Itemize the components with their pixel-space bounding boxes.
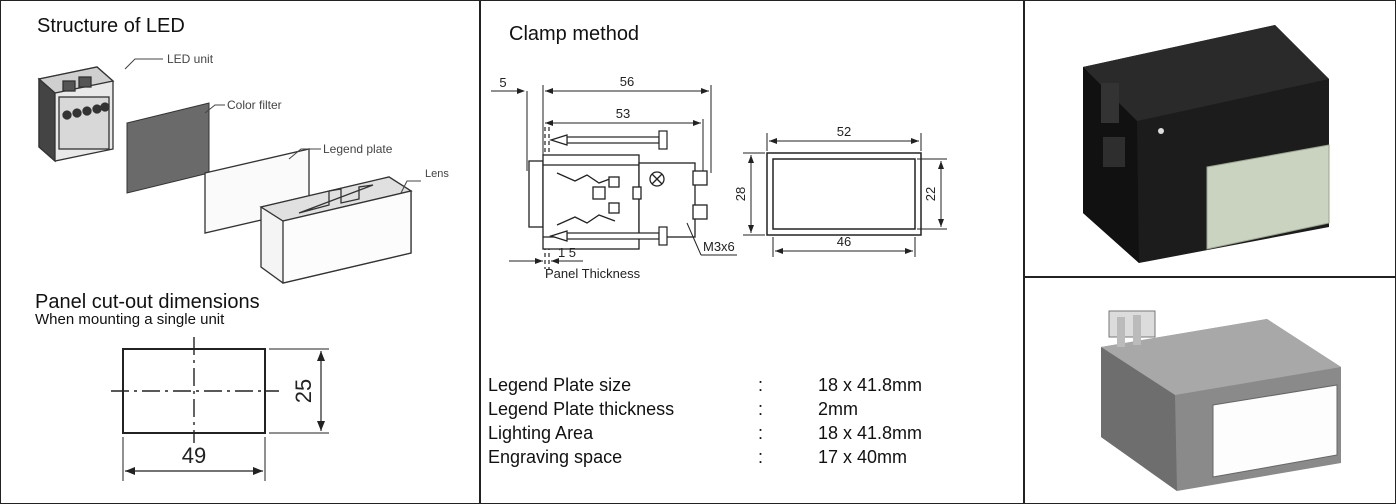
- front-window: [772, 158, 916, 230]
- spec-label: Engraving space: [488, 447, 623, 467]
- lens-label: Lens: [425, 168, 449, 180]
- spec-value: 2mm: [818, 399, 858, 419]
- color-filter-part: [126, 102, 210, 194]
- spec-value: 17 x 40mm: [818, 447, 908, 467]
- dim-56-label: 56: [620, 74, 634, 89]
- clamp-title: Clamp method: [509, 23, 640, 45]
- led-unit-part: [37, 66, 115, 163]
- front-width-outer-label: 52: [837, 124, 851, 139]
- clamp-side-view: 56 53 5: [491, 74, 737, 281]
- spec-label: Legend Plate thickness: [488, 399, 675, 419]
- legend-plate-label: Legend plate: [323, 142, 393, 156]
- cutout-height-label: 25: [291, 379, 316, 403]
- spec-value: 18 x 41.8mm: [818, 375, 923, 395]
- spec-separator: :: [758, 399, 764, 419]
- product-lens-white: [1212, 384, 1338, 478]
- lens-part: [259, 176, 413, 284]
- front-width-inner-label: 46: [837, 234, 851, 249]
- cutout-diagram: 25 49: [111, 337, 329, 481]
- spec-separator: :: [758, 375, 764, 395]
- color-filter-label: Color filter: [227, 98, 282, 112]
- cutout-title: Panel cut-out dimensions: [35, 291, 260, 313]
- product-lens-green: [1206, 144, 1330, 250]
- front-height-outer-label: 28: [733, 187, 748, 201]
- column-divider-right: [1023, 1, 1025, 503]
- spec-value: 18 x 41.8mm: [818, 423, 923, 443]
- panel-thickness-label: Panel Thickness: [545, 266, 641, 281]
- product-photo-gray: [1101, 310, 1341, 491]
- dim-53-label: 53: [616, 106, 630, 121]
- led-unit-label: LED unit: [167, 52, 214, 66]
- spec-label: Legend Plate size: [488, 375, 632, 395]
- product-photo-dark: [1083, 25, 1330, 263]
- clamp-front-view: 52 46 28 22: [733, 124, 947, 257]
- screw-label: M3x6: [703, 239, 735, 254]
- column-divider-left: [479, 1, 481, 503]
- photo-divider: [1023, 276, 1395, 278]
- spec-separator: :: [758, 423, 764, 443]
- dim-5-label: 5: [499, 75, 506, 90]
- cutout-width-label: 49: [182, 443, 206, 468]
- spec-separator: :: [758, 447, 764, 467]
- front-height-inner-label: 22: [923, 187, 938, 201]
- spec-label: Lighting Area: [488, 423, 594, 443]
- cutout-subtitle: When mounting a single unit: [35, 311, 225, 328]
- dim-15-label: 1 5: [558, 245, 576, 260]
- led-exploded-diagram: LED unit Color filter Legend plate Lens: [37, 52, 449, 284]
- clamp-screws: [548, 130, 668, 246]
- structure-title: Structure of LED: [37, 15, 185, 37]
